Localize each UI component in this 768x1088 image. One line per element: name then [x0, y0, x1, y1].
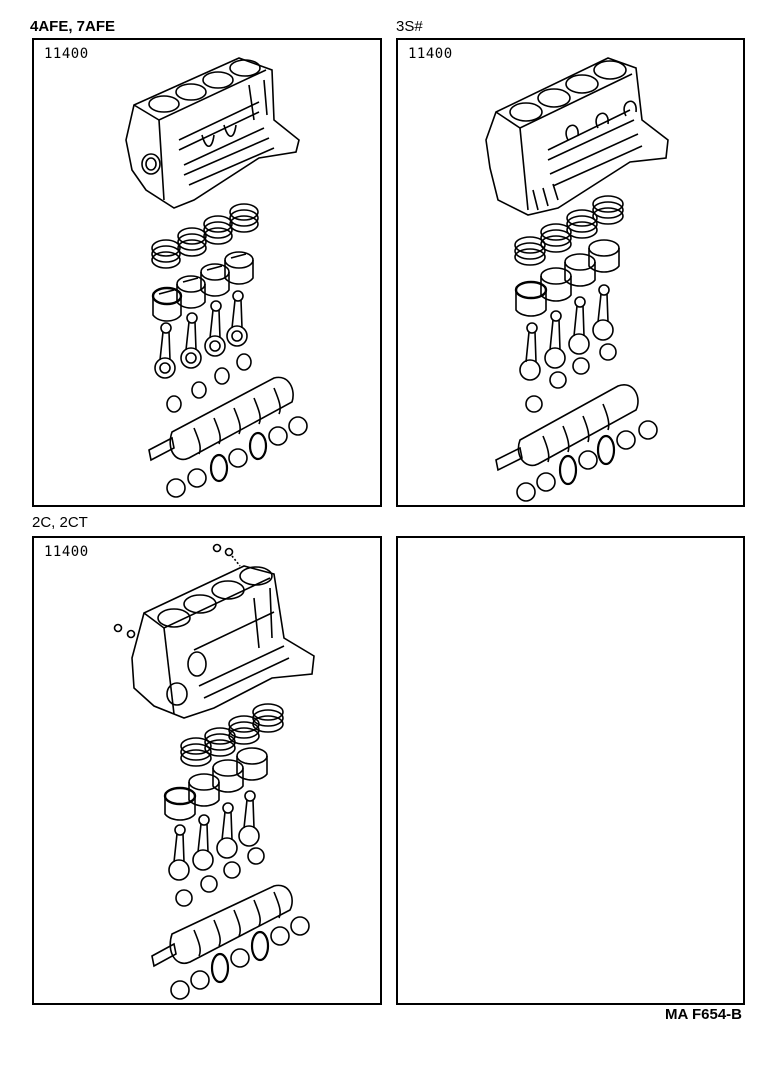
panel-2c-2ct: 11400	[32, 536, 382, 1005]
engine-short-block-illustration	[398, 40, 747, 509]
panel-3s: 11400	[396, 38, 745, 507]
cylinder-block-icon	[132, 566, 314, 718]
part-number-label: 11400	[408, 46, 453, 62]
panel-caption-3s: 3S#	[396, 18, 423, 35]
crankshaft-icon	[149, 377, 293, 460]
piston-rings-icon	[152, 204, 258, 268]
piston-rings-icon	[181, 704, 283, 766]
pistons-icon	[153, 252, 253, 321]
panel-4afe-7afe: 11400	[32, 38, 382, 507]
engine-short-block-illustration	[34, 538, 384, 1007]
main-bearings-icon	[167, 417, 307, 497]
connecting-rods-icon	[520, 285, 613, 380]
cylinder-block-icon	[126, 58, 299, 208]
panel-empty	[396, 536, 745, 1005]
pistons-icon	[165, 748, 267, 820]
crankshaft-icon	[496, 385, 638, 470]
connecting-rods-icon	[155, 291, 247, 378]
connecting-rods-icon	[169, 791, 259, 880]
main-bearings-icon	[517, 421, 657, 501]
rod-bearings-icon	[526, 344, 616, 412]
cylinder-block-icon	[486, 58, 668, 215]
rod-bearings-icon	[167, 354, 251, 412]
block-plugs-icon	[115, 545, 241, 638]
figure-reference-code: MA F654-B	[665, 1006, 742, 1023]
piston-rings-icon	[515, 196, 623, 265]
pistons-icon	[516, 240, 619, 316]
panel-caption-2c-2ct: 2C, 2CT	[32, 514, 88, 531]
rod-bearings-icon	[176, 848, 264, 906]
part-number-label: 11400	[44, 46, 89, 62]
main-bearings-icon	[171, 917, 309, 999]
panel-caption-4afe-7afe: 4AFE, 7AFE	[30, 18, 116, 35]
engine-short-block-illustration	[34, 40, 384, 509]
crankshaft-icon	[152, 885, 292, 966]
part-number-label: 11400	[44, 544, 89, 560]
